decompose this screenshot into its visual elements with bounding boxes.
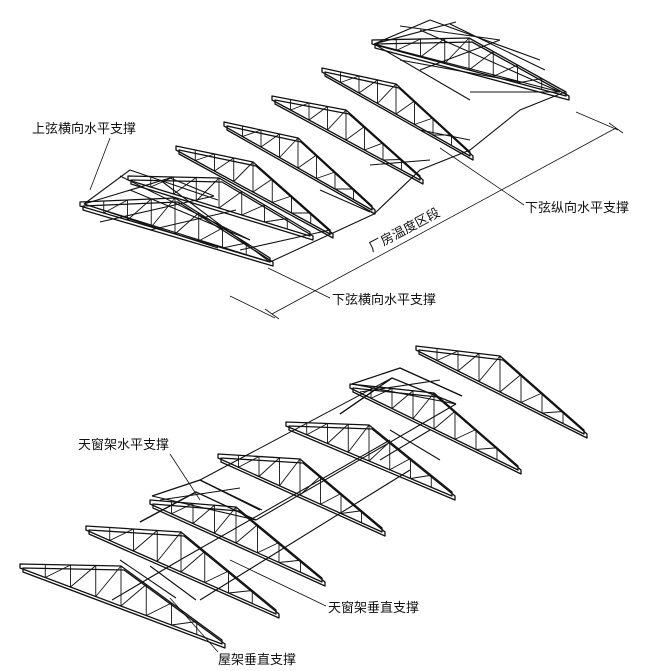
top-truss-3 — [175, 145, 334, 239]
bottom-truss-1 — [19, 563, 226, 649]
top-chord-bracing-right — [373, 19, 561, 101]
bottom-truss-4 — [217, 453, 386, 537]
bottom-truss-5 — [285, 421, 456, 501]
top-truss-4 — [223, 121, 376, 215]
top-truss-2 — [127, 175, 314, 241]
label-bottom-chord-transverse-bracing: 下弦横向水平支撑 — [332, 292, 436, 308]
top-truss-7 — [371, 37, 570, 101]
label-top-chord-horizontal-bracing: 上弦横向水平支撑 — [32, 121, 136, 137]
temperature-section-dimension — [229, 111, 624, 320]
roof-truss-vertical-bracing — [111, 429, 441, 601]
top-leaders — [89, 137, 525, 299]
bottom-truss-3 — [149, 499, 326, 587]
label-bottom-chord-longitudinal-bracing: 下弦纵向水平支撑 — [525, 200, 629, 216]
bottom-truss-6 — [349, 383, 522, 475]
top-truss-6 — [321, 67, 474, 161]
bottom-diagram: 天窗架水平支撑 天窗架垂直支撑 屋架垂直支撑 — [19, 345, 588, 668]
label-skylight-frame-horizontal-bracing: 天窗架水平支撑 — [78, 437, 169, 453]
skylight-horizontal-bracing — [139, 367, 463, 523]
top-chord-bracing-left — [83, 169, 271, 263]
label-roof-truss-vertical-bracing: 屋架垂直支撑 — [218, 653, 296, 668]
top-truss-5 — [271, 95, 424, 185]
label-skylight-frame-vertical-bracing: 天窗架垂直支撑 — [328, 600, 419, 616]
bottom-truss-2 — [85, 525, 280, 619]
bottom-leaders — [169, 453, 327, 653]
top-diagram: 上弦横向水平支撑 下弦纵向水平支撑 厂房温度区段 下弦横向水平支撑 — [32, 19, 629, 320]
top-truss-group — [79, 37, 570, 267]
top-truss-1 — [79, 197, 274, 267]
bottom-truss-group — [19, 345, 588, 649]
bottom-truss-7 — [415, 345, 588, 439]
bottom-chord-longitudinal-bracing — [239, 91, 566, 263]
label-temperature-section: 厂房温度区段 — [366, 205, 442, 256]
